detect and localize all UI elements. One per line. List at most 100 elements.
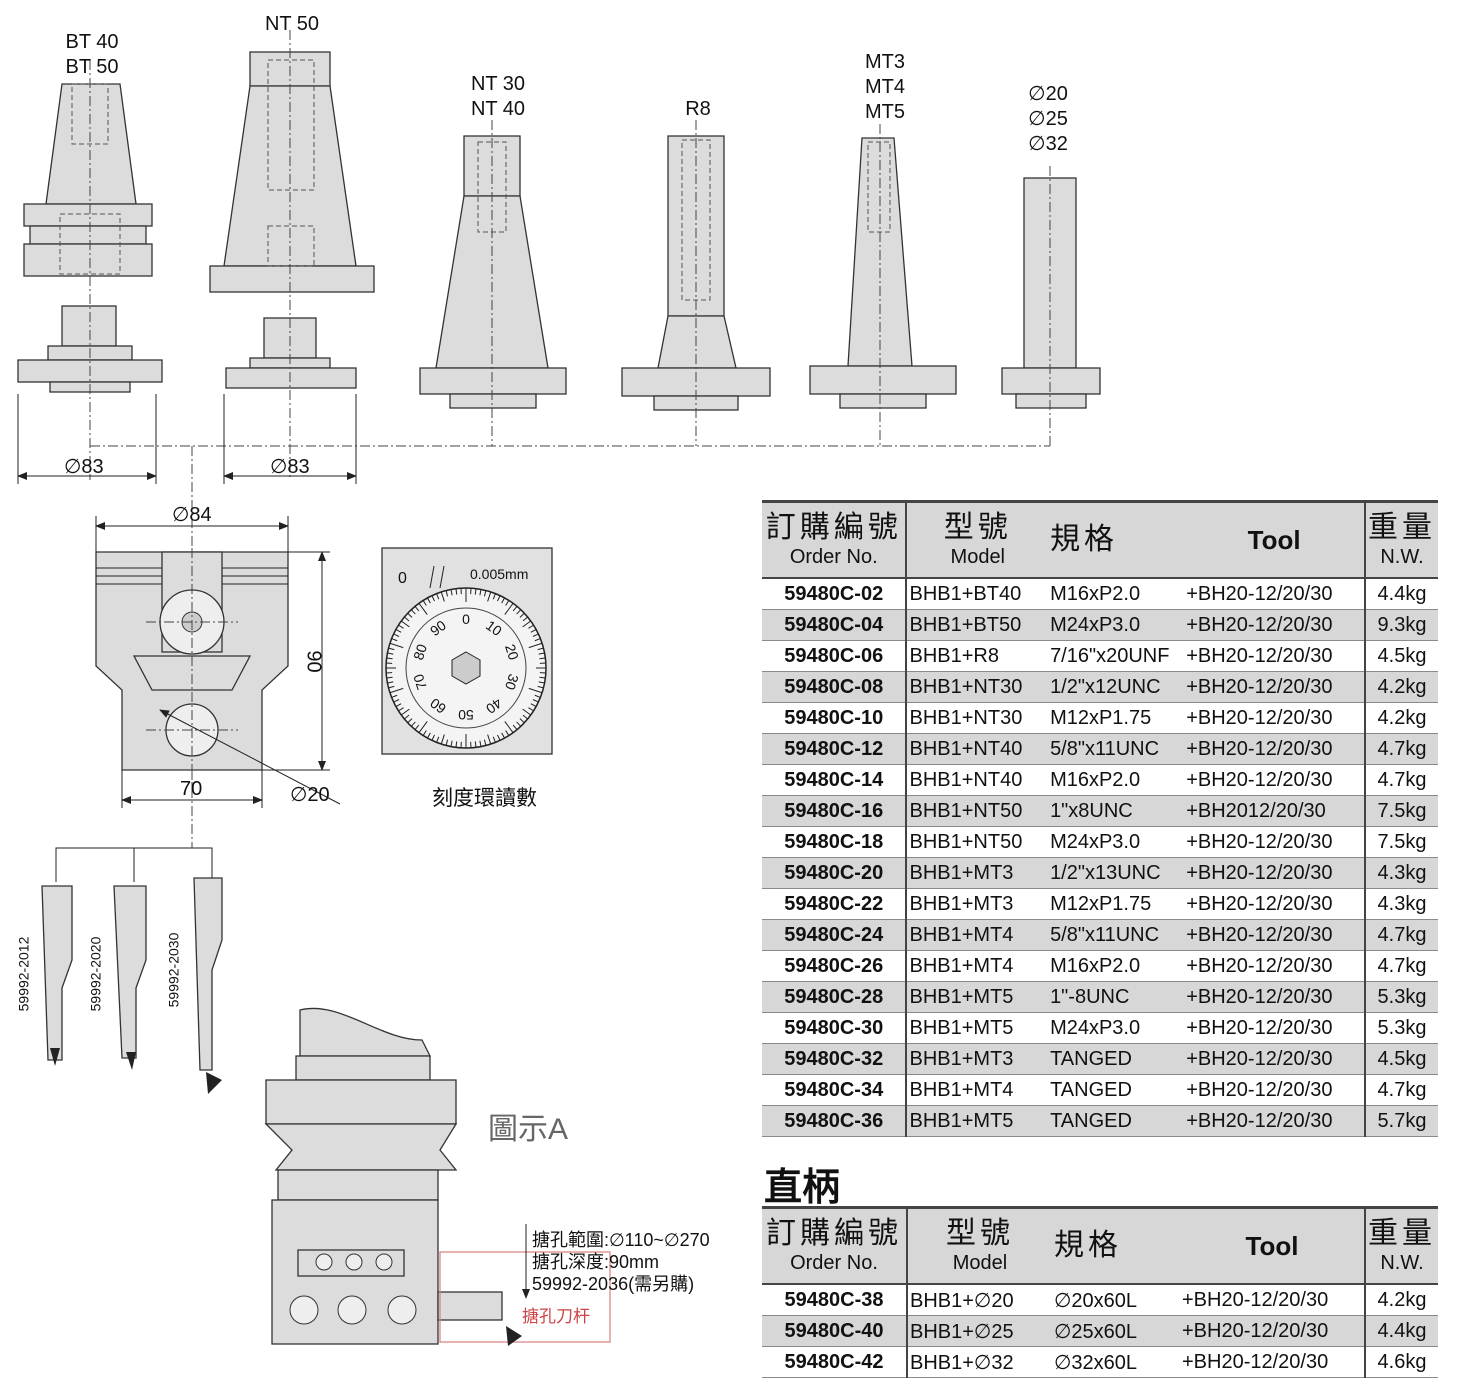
model-cell: BHB1+MT3 xyxy=(905,857,1049,889)
dial-tick xyxy=(393,699,400,703)
tool-cell: +BH20-12/20/30 xyxy=(1184,733,1365,765)
dial-diagram xyxy=(381,547,553,755)
order-no-cell: 59480C-30 xyxy=(762,1012,907,1044)
tool-cell: +BH20-12/20/30 xyxy=(1184,702,1365,734)
header-tool: Tool xyxy=(1184,500,1365,579)
model-cell: BHB1+MT4 xyxy=(905,950,1049,982)
model-cell: BHB1+MT3 xyxy=(905,1043,1049,1075)
dial-tick xyxy=(534,694,541,698)
weight-cell: 4.3kg xyxy=(1364,857,1438,889)
dial-tick xyxy=(450,740,453,747)
dial-tick xyxy=(522,708,532,716)
dial-tick xyxy=(395,629,402,633)
dial-tick xyxy=(455,588,458,595)
figure-a-depth: 搪孔深度:90mm xyxy=(532,1252,660,1272)
header-weight-cn: 重量 xyxy=(1368,511,1436,544)
tool-cell: +BH20-12/20/30 xyxy=(1184,1105,1365,1137)
dial-tick xyxy=(407,718,413,724)
dial-tick xyxy=(538,681,545,684)
dial-tick xyxy=(522,616,528,622)
model-cell: BHB1+NT30 xyxy=(905,671,1049,703)
model-cell: BHB1+MT4 xyxy=(905,1074,1049,1106)
order-no-cell: 59480C-12 xyxy=(762,733,907,765)
tool-cell: +BH20-12/20/30 xyxy=(1184,919,1365,951)
weight-cell: 4.4kg xyxy=(1364,1315,1438,1347)
weight-cell: 7.5kg xyxy=(1364,826,1438,858)
weight-cell: 4.3kg xyxy=(1364,888,1438,920)
dial-tick xyxy=(393,633,400,637)
dial-tick xyxy=(391,638,398,642)
model-cell: BHB1+NT50 xyxy=(905,826,1049,858)
dial-tick xyxy=(388,647,395,651)
model-cell: BHB1+BT50 xyxy=(905,609,1049,641)
spec-cell: M12xP1.75 xyxy=(1048,888,1185,920)
tool-cell: +BH20-12/20/30 xyxy=(1184,950,1365,982)
weight-cell: 4.7kg xyxy=(1364,733,1438,765)
model-cell: BHB1+MT5 xyxy=(905,1012,1049,1044)
weight-cell: 4.5kg xyxy=(1364,1043,1438,1075)
dial-tick xyxy=(388,685,395,689)
tool-cell: +BH2012/20/30 xyxy=(1184,795,1365,827)
dial-tick xyxy=(530,629,537,633)
dial-tick xyxy=(516,609,522,615)
spec-cell: M16xP2.0 xyxy=(1048,764,1185,796)
dial-tick xyxy=(538,652,545,655)
dial-tick xyxy=(522,620,532,628)
dial-tick xyxy=(431,734,435,741)
spec-cell: ∅32x60L xyxy=(1052,1346,1180,1378)
figure-a-range: 搪孔範圍:∅110~∅270 xyxy=(532,1230,710,1250)
dial-tick xyxy=(505,730,510,736)
boring-head xyxy=(95,548,289,800)
model-cell: BHB1+NT50 xyxy=(905,795,1049,827)
label-d25: ∅25 xyxy=(1028,108,1068,130)
spec-cell: 1/2"x13UNC xyxy=(1048,857,1185,889)
dial-tick xyxy=(492,593,496,600)
label-nt50: NT 50 xyxy=(264,13,320,35)
tool-cell: +BH20-12/20/30 xyxy=(1184,981,1365,1013)
weight-cell: 4.6kg xyxy=(1364,1346,1438,1378)
dial-tick xyxy=(519,718,525,724)
header-order-en: Order No. xyxy=(789,546,878,568)
spec-cell: M24xP3.0 xyxy=(1048,609,1185,641)
dial-tick xyxy=(479,589,482,596)
model-cell: BHB1+NT30 xyxy=(905,702,1049,734)
tool-cell: +BH20-12/20/30 xyxy=(1184,826,1365,858)
order-no-cell: 59480C-32 xyxy=(762,1043,907,1075)
dial-tick xyxy=(404,714,410,720)
dial-tick xyxy=(410,609,416,615)
dial-tick xyxy=(387,652,394,655)
dial-zero: 0 xyxy=(398,570,407,587)
dial-tick xyxy=(386,657,393,660)
label-nt40: NT 40 xyxy=(470,98,526,120)
order-no-cell: 59480C-26 xyxy=(762,950,907,982)
label-mt3: MT3 xyxy=(865,51,905,73)
tool-cell: +BH20-12/20/30 xyxy=(1180,1315,1365,1347)
model-cell: BHB1+MT4 xyxy=(905,919,1049,951)
order-no-cell: 59480C-34 xyxy=(762,1074,907,1106)
model-cell: BHB1+∅25 xyxy=(906,1315,1052,1347)
label-bt40: BT 40 xyxy=(65,31,119,53)
dial-tick xyxy=(534,638,541,642)
header-weight-en: N.W. xyxy=(1380,546,1424,568)
dial-tick xyxy=(522,714,528,720)
dim-d20: ∅20 xyxy=(290,784,330,806)
dial-tick xyxy=(398,624,404,629)
weight-cell: 4.5kg xyxy=(1364,640,1438,672)
dial-number: 0 xyxy=(462,611,470,627)
spec-cell: M16xP2.0 xyxy=(1048,950,1185,982)
dim-w70: 70 xyxy=(180,778,203,800)
dial-tick xyxy=(504,721,514,734)
model-cell: BHB1+∅20 xyxy=(906,1284,1052,1316)
model-cell: BHB1+MT5 xyxy=(905,981,1049,1013)
spec-cell: TANGED xyxy=(1048,1074,1185,1106)
dial-tick xyxy=(400,708,410,716)
